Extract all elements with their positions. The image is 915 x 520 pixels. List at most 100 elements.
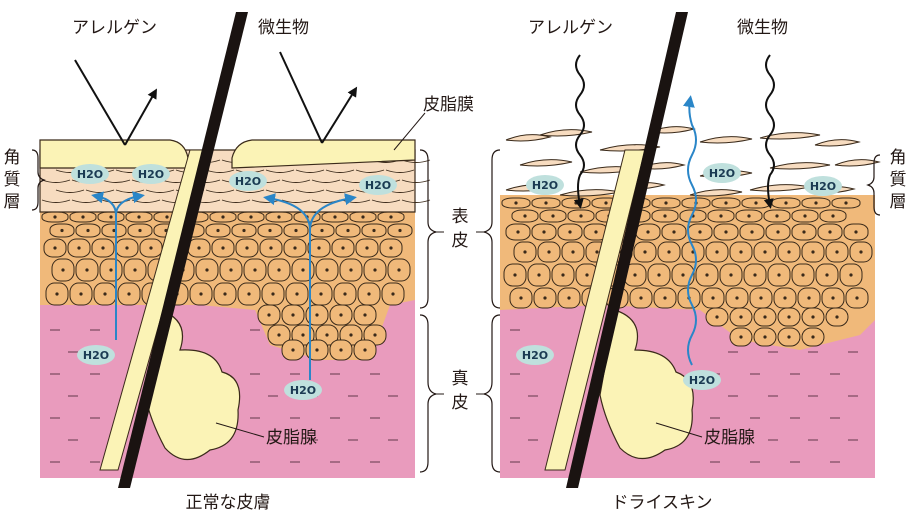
cell-nucleus bbox=[639, 296, 642, 299]
cell-nucleus bbox=[86, 229, 89, 232]
cell-nucleus bbox=[103, 292, 106, 295]
cell-nucleus bbox=[724, 201, 727, 204]
corneum-flake bbox=[770, 163, 830, 169]
stratum-corneum-label-char: 層 bbox=[4, 192, 21, 212]
cell-nucleus bbox=[269, 246, 272, 249]
cell-nucleus bbox=[127, 292, 130, 295]
allergen-label: アレルゲン bbox=[72, 18, 157, 38]
cell-nucleus bbox=[249, 215, 252, 218]
cell-nucleus bbox=[363, 348, 366, 351]
cell-nucleus bbox=[138, 229, 141, 232]
cell-nucleus bbox=[544, 201, 547, 204]
cell-nucleus bbox=[831, 214, 834, 217]
cell-nucleus bbox=[339, 313, 342, 316]
cell-nucleus bbox=[349, 268, 352, 271]
cell-nucleus bbox=[391, 292, 394, 295]
cell-nucleus bbox=[137, 215, 140, 218]
cell-nucleus bbox=[242, 229, 245, 232]
h2o-label: H2O bbox=[689, 374, 715, 387]
cell-nucleus bbox=[754, 201, 757, 204]
cell-nucleus bbox=[81, 215, 84, 218]
cell-nucleus bbox=[60, 229, 63, 232]
cell-nucleus bbox=[715, 315, 718, 318]
cell-nucleus bbox=[763, 335, 766, 338]
dry-skin-caption: ドライスキン bbox=[612, 493, 713, 513]
cell-nucleus bbox=[698, 230, 701, 233]
cell-nucleus bbox=[739, 250, 742, 253]
cell-nucleus bbox=[604, 201, 607, 204]
cell-nucleus bbox=[681, 273, 684, 276]
h2o-label: H2O bbox=[83, 349, 109, 362]
cell-nucleus bbox=[657, 273, 660, 276]
cell-nucleus bbox=[333, 215, 336, 218]
cell-nucleus bbox=[277, 215, 280, 218]
stratum-corneum-label-char: 層 bbox=[890, 192, 907, 212]
cell-nucleus bbox=[849, 273, 852, 276]
h2o-bubble: H2O bbox=[77, 345, 115, 365]
cell-nucleus bbox=[343, 292, 346, 295]
cell-nucleus bbox=[317, 246, 320, 249]
cell-nucleus bbox=[735, 296, 738, 299]
corneum-flake bbox=[540, 130, 592, 136]
cell-nucleus bbox=[149, 246, 152, 249]
cell-nucleus bbox=[711, 296, 714, 299]
h2o-label: H2O bbox=[532, 179, 558, 192]
cell-nucleus bbox=[513, 273, 516, 276]
cell-nucleus bbox=[55, 292, 58, 295]
cell-nucleus bbox=[315, 313, 318, 316]
cell-nucleus bbox=[295, 292, 298, 295]
cell-nucleus bbox=[633, 273, 636, 276]
cell-nucleus bbox=[253, 268, 256, 271]
h2o-label: H2O bbox=[77, 168, 103, 181]
cell-nucleus bbox=[199, 292, 202, 295]
cell-nucleus bbox=[594, 230, 597, 233]
cell-nucleus bbox=[79, 292, 82, 295]
cell-nucleus bbox=[551, 214, 554, 217]
h2o-bubble: H2O bbox=[683, 370, 721, 390]
cell-nucleus bbox=[519, 296, 522, 299]
corneum-flake bbox=[815, 140, 859, 146]
microbe-penetration-arrow bbox=[766, 55, 774, 205]
cell-nucleus bbox=[320, 229, 323, 232]
cell-nucleus bbox=[85, 268, 88, 271]
corneum-flake bbox=[520, 160, 572, 166]
cell-nucleus bbox=[835, 250, 838, 253]
cell-nucleus bbox=[855, 296, 858, 299]
cell-nucleus bbox=[750, 230, 753, 233]
cell-nucleus bbox=[301, 333, 304, 336]
sebum-film-label: 皮脂膜 bbox=[423, 95, 474, 115]
cell-nucleus bbox=[672, 230, 675, 233]
cell-nucleus bbox=[807, 296, 810, 299]
cell-nucleus bbox=[319, 292, 322, 295]
cell-nucleus bbox=[828, 230, 831, 233]
cell-nucleus bbox=[523, 214, 526, 217]
sebaceous-gland-label: 皮脂腺 bbox=[704, 428, 755, 448]
h2o-label: H2O bbox=[522, 349, 548, 362]
cell-nucleus bbox=[197, 246, 200, 249]
cell-nucleus bbox=[663, 296, 666, 299]
bracket bbox=[484, 315, 500, 472]
cell-nucleus bbox=[346, 229, 349, 232]
h2o-bubble: H2O bbox=[526, 175, 564, 195]
cell-nucleus bbox=[133, 268, 136, 271]
cell-nucleus bbox=[268, 229, 271, 232]
cell-nucleus bbox=[763, 250, 766, 253]
sebaceous-gland-label: 皮脂腺 bbox=[266, 428, 317, 448]
h2o-bubble: H2O bbox=[132, 164, 170, 184]
cell-nucleus bbox=[831, 296, 834, 299]
cell-nucleus bbox=[574, 201, 577, 204]
cell-nucleus bbox=[301, 268, 304, 271]
cell-nucleus bbox=[775, 214, 778, 217]
cell-nucleus bbox=[205, 268, 208, 271]
cell-nucleus bbox=[854, 230, 857, 233]
cell-nucleus bbox=[61, 268, 64, 271]
cell-nucleus bbox=[715, 250, 718, 253]
cell-nucleus bbox=[542, 230, 545, 233]
cell-nucleus bbox=[787, 315, 790, 318]
cell-nucleus bbox=[784, 201, 787, 204]
cell-nucleus bbox=[643, 250, 646, 253]
cell-nucleus bbox=[267, 313, 270, 316]
microbe-label: 微生物 bbox=[258, 18, 309, 38]
cell-nucleus bbox=[705, 273, 708, 276]
cell-nucleus bbox=[801, 273, 804, 276]
